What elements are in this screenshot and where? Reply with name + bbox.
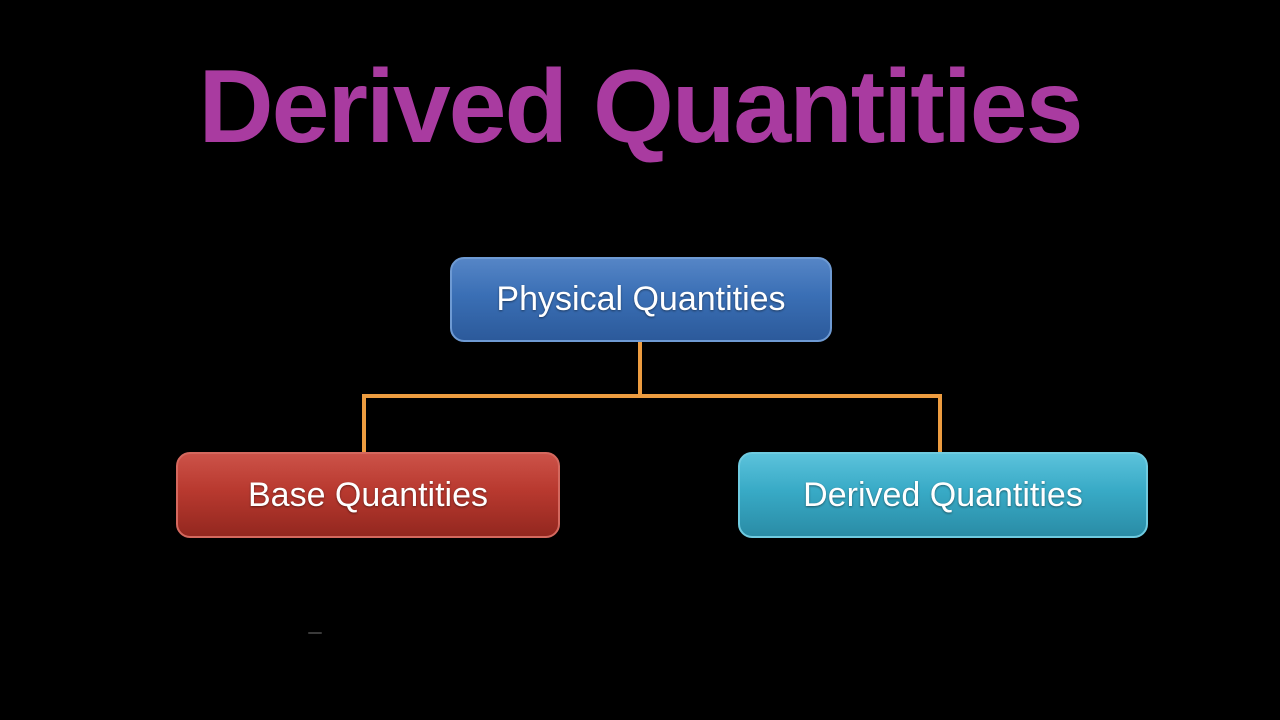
- node-physical-quantities: Physical Quantities: [450, 257, 832, 342]
- connector-root-stub: [638, 340, 642, 398]
- connector-right-drop: [938, 394, 942, 452]
- artifact-speck: [308, 632, 322, 634]
- connector-horizontal: [362, 394, 942, 398]
- node-base-quantities: Base Quantities: [176, 452, 560, 538]
- node-base-quantities-label: Base Quantities: [247, 475, 489, 514]
- node-derived-quantities-label: Derived Quantities: [803, 475, 1083, 514]
- node-derived-quantities: Derived Quantities: [738, 452, 1148, 538]
- node-physical-quantities-label: Physical Quantities: [496, 280, 786, 318]
- page-title: Derived Quantities: [198, 49, 1084, 165]
- connector-left-drop: [362, 394, 366, 452]
